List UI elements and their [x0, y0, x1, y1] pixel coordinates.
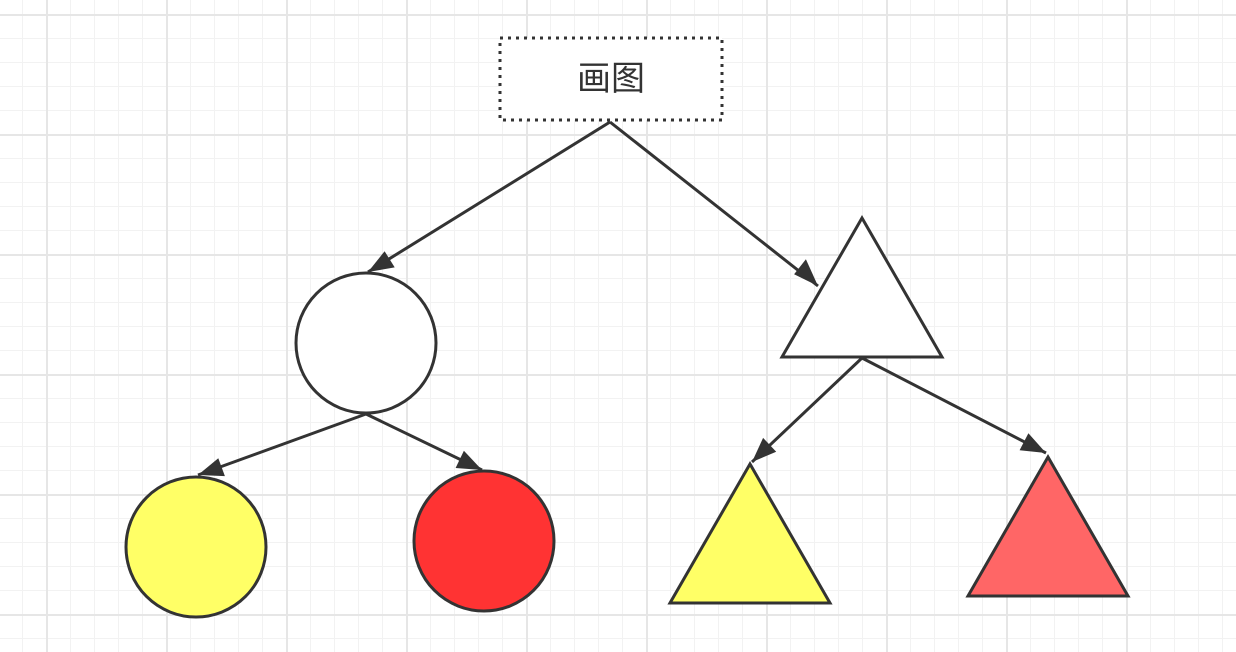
root-node-box [498, 36, 724, 122]
edge-circle-to-yellow-circle [197, 412, 367, 477]
red-circle-node[interactable] [412, 469, 556, 613]
parent-circle-node[interactable] [294, 271, 438, 415]
edges-group [197, 120, 1047, 477]
arrowhead-triangle-to-yellow-triangle [752, 437, 777, 462]
arrowhead-circle-to-red-circle [455, 450, 482, 470]
arrowhead-root-to-triangle [794, 259, 818, 286]
root-node[interactable]: 画图 [498, 36, 724, 122]
edge-triangle-to-yellow-triangle [750, 356, 864, 464]
yellow-triangle-node[interactable] [667, 460, 833, 605]
yellow-circle-node[interactable] [124, 475, 268, 619]
red-triangle-node[interactable] [965, 453, 1131, 598]
arrowhead-circle-to-yellow-circle [198, 458, 225, 477]
parent-triangle-node[interactable] [779, 214, 945, 359]
edge-triangle-to-red-triangle [861, 356, 1047, 455]
arrowhead-triangle-to-red-triangle [1019, 433, 1046, 453]
edge-root-to-triangle [609, 120, 819, 288]
edge-root-to-circle [367, 120, 611, 274]
root-node-label: 画图 [577, 59, 645, 99]
arrowhead-root-to-circle [368, 251, 395, 272]
